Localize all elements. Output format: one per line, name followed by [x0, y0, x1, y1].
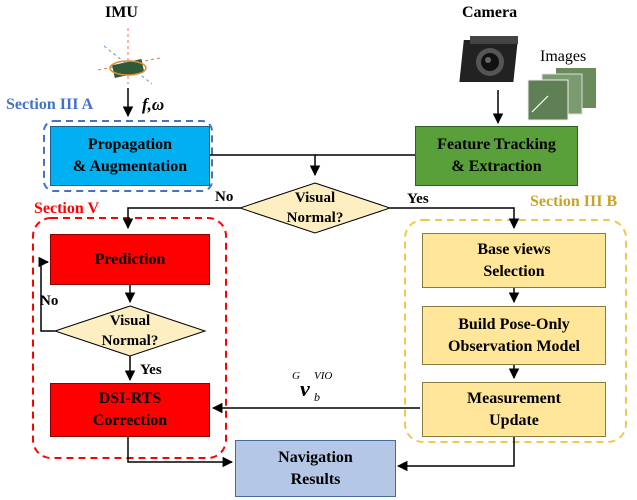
visual-normal-top-diamond [238, 182, 392, 234]
section-3b-label: Section III B [530, 193, 618, 210]
vio-body-sub: b [314, 390, 320, 404]
dsi-rts-box: DSI-RTS Correction [50, 383, 210, 437]
vio-velocity-label: G v b VIO [290, 370, 360, 406]
vio-frame-sup: G [292, 370, 300, 382]
visual-normal-top-label: Visual Normal? [286, 190, 344, 226]
imu-label: IMU [105, 4, 138, 21]
images-label: Images [540, 48, 587, 65]
imu-signal-label: f,ω [142, 95, 165, 114]
section-5-frame [32, 217, 227, 459]
camera-label: Camera [462, 4, 518, 21]
section-5-label: Section V [34, 200, 100, 217]
propagation-box: Propagation & Augmentation [50, 126, 210, 186]
measurement-update-box: Measurement Update [422, 382, 606, 437]
imu-sensor-icon [97, 28, 161, 85]
base-views-box: Base views Selection [422, 233, 606, 288]
section-3a-label: Section III A [6, 96, 94, 113]
vio-velocity-symbol: v [300, 376, 310, 401]
pose-only-box: Build Pose-Only Observation Model [422, 306, 606, 365]
section-3a-frame [43, 120, 213, 192]
top-no-label: No [215, 189, 234, 205]
section-3b-frame [404, 219, 627, 443]
feature-tracking-box: Feature Tracking & Extraction [415, 126, 578, 186]
visual-normal-left-label: Visual Normal? [101, 313, 159, 349]
navigation-box: Navigation Results [235, 440, 396, 497]
prediction-box: Prediction [50, 234, 210, 285]
images-thumbnail [527, 68, 596, 121]
top-yes-label: Yes [407, 191, 429, 207]
left-yes-label: Yes [140, 362, 162, 378]
vio-superscript: VIO [314, 370, 333, 382]
left-no-label: No [40, 293, 59, 309]
camera-icon [459, 36, 518, 82]
